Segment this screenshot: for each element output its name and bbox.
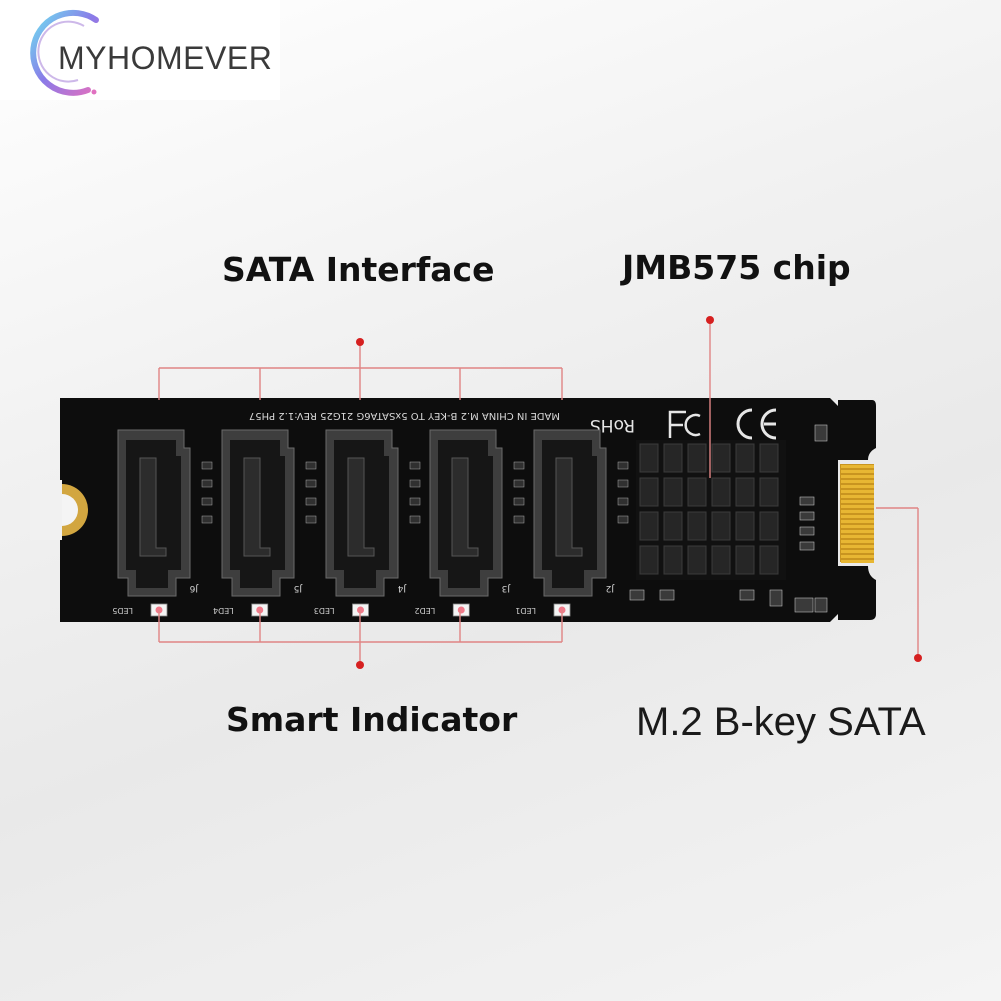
led-indicator: LED2 <box>414 603 470 617</box>
sata-port: J2 <box>533 429 629 597</box>
mkey-label: M.2 B-key SATA <box>636 700 926 744</box>
led-label: LED1 <box>515 606 536 615</box>
gold-pin <box>841 530 874 533</box>
heatsink-fin <box>735 511 755 541</box>
fc-mark <box>668 410 701 438</box>
heatsink-fin <box>759 545 779 575</box>
port-label: J4 <box>397 583 407 593</box>
heatsink-fin <box>639 511 659 541</box>
led-label: LED2 <box>414 606 435 615</box>
gold-pin <box>841 535 874 538</box>
rohs-mark: RoHS <box>590 415 635 435</box>
sata-port: J4 <box>325 429 421 597</box>
port-label: J3 <box>502 583 511 593</box>
port-label: J6 <box>189 583 199 593</box>
heatsink-fin <box>639 545 659 575</box>
heatsink-fin <box>735 443 755 473</box>
sata-port: J3 <box>429 429 525 597</box>
heatsink-fin <box>687 443 707 473</box>
smart-indicator-label: Smart Indicator <box>226 700 518 739</box>
heatsink-fin <box>687 477 707 507</box>
gold-pin <box>841 525 874 528</box>
sata-port: J5 <box>221 429 317 597</box>
silkscreen-text: MADE IN CHINA M.2 B-KEY TO 5xSATA6G 21G2… <box>249 410 560 421</box>
gold-pin <box>841 485 874 488</box>
sata-port: J6 <box>117 429 213 597</box>
callout-lines <box>158 320 919 665</box>
gold-pin <box>841 495 874 498</box>
heatsink-fin <box>711 511 731 541</box>
heatsink-fin <box>663 443 683 473</box>
smd-components <box>629 424 828 613</box>
gold-pin <box>841 505 874 508</box>
gold-pin <box>841 560 874 563</box>
gold-pin <box>841 540 874 543</box>
heatsink-fin <box>687 511 707 541</box>
brand-name: MYHOMEVER <box>58 40 273 76</box>
chip-heatsink <box>636 440 786 580</box>
port-label: J5 <box>294 583 303 593</box>
gold-pin <box>841 480 874 483</box>
heatsink-fin <box>663 545 683 575</box>
brand-logo: MYHOMEVER <box>0 0 280 100</box>
gold-pin <box>841 465 874 468</box>
port-label: J2 <box>606 583 615 593</box>
gold-pin <box>841 510 874 513</box>
gold-pin <box>841 555 874 558</box>
heatsink-fin <box>663 477 683 507</box>
heatsink-fin <box>687 545 707 575</box>
heatsink-fin <box>711 477 731 507</box>
heatsink-fin <box>735 545 755 575</box>
heatsink-fin <box>759 511 779 541</box>
led-indicators: LED5 LED4 LED3 LED2 LED1 <box>112 603 571 617</box>
gold-pin <box>841 500 874 503</box>
gold-pin <box>841 545 874 548</box>
heatsink-fin <box>735 477 755 507</box>
sata-interface-label: SATA Interface <box>222 250 495 289</box>
heatsink-fin <box>759 443 779 473</box>
gold-pin <box>841 515 874 518</box>
gold-pin <box>841 490 874 493</box>
logo-swirl-icon <box>30 9 99 96</box>
heatsink-fin <box>759 477 779 507</box>
gold-pin <box>841 470 874 473</box>
gold-pin <box>841 520 874 523</box>
heatsink-fin <box>711 545 731 575</box>
heatsink-fin <box>639 477 659 507</box>
sata-ports: J6 J5 J4 J3 J2 <box>117 429 629 597</box>
chip-label: JMB575 chip <box>622 248 851 287</box>
callout-dots <box>356 316 922 669</box>
gold-pin <box>841 550 874 553</box>
heatsink-fin <box>711 443 731 473</box>
heatsink-fin <box>663 511 683 541</box>
led-indicator: LED3 <box>314 603 369 617</box>
heatsink-fin <box>639 443 659 473</box>
led-label: LED5 <box>112 606 133 615</box>
led-label: LED4 <box>213 606 234 615</box>
gold-pin <box>841 475 874 478</box>
led-label: LED3 <box>314 606 335 615</box>
ce-mark <box>736 408 777 440</box>
